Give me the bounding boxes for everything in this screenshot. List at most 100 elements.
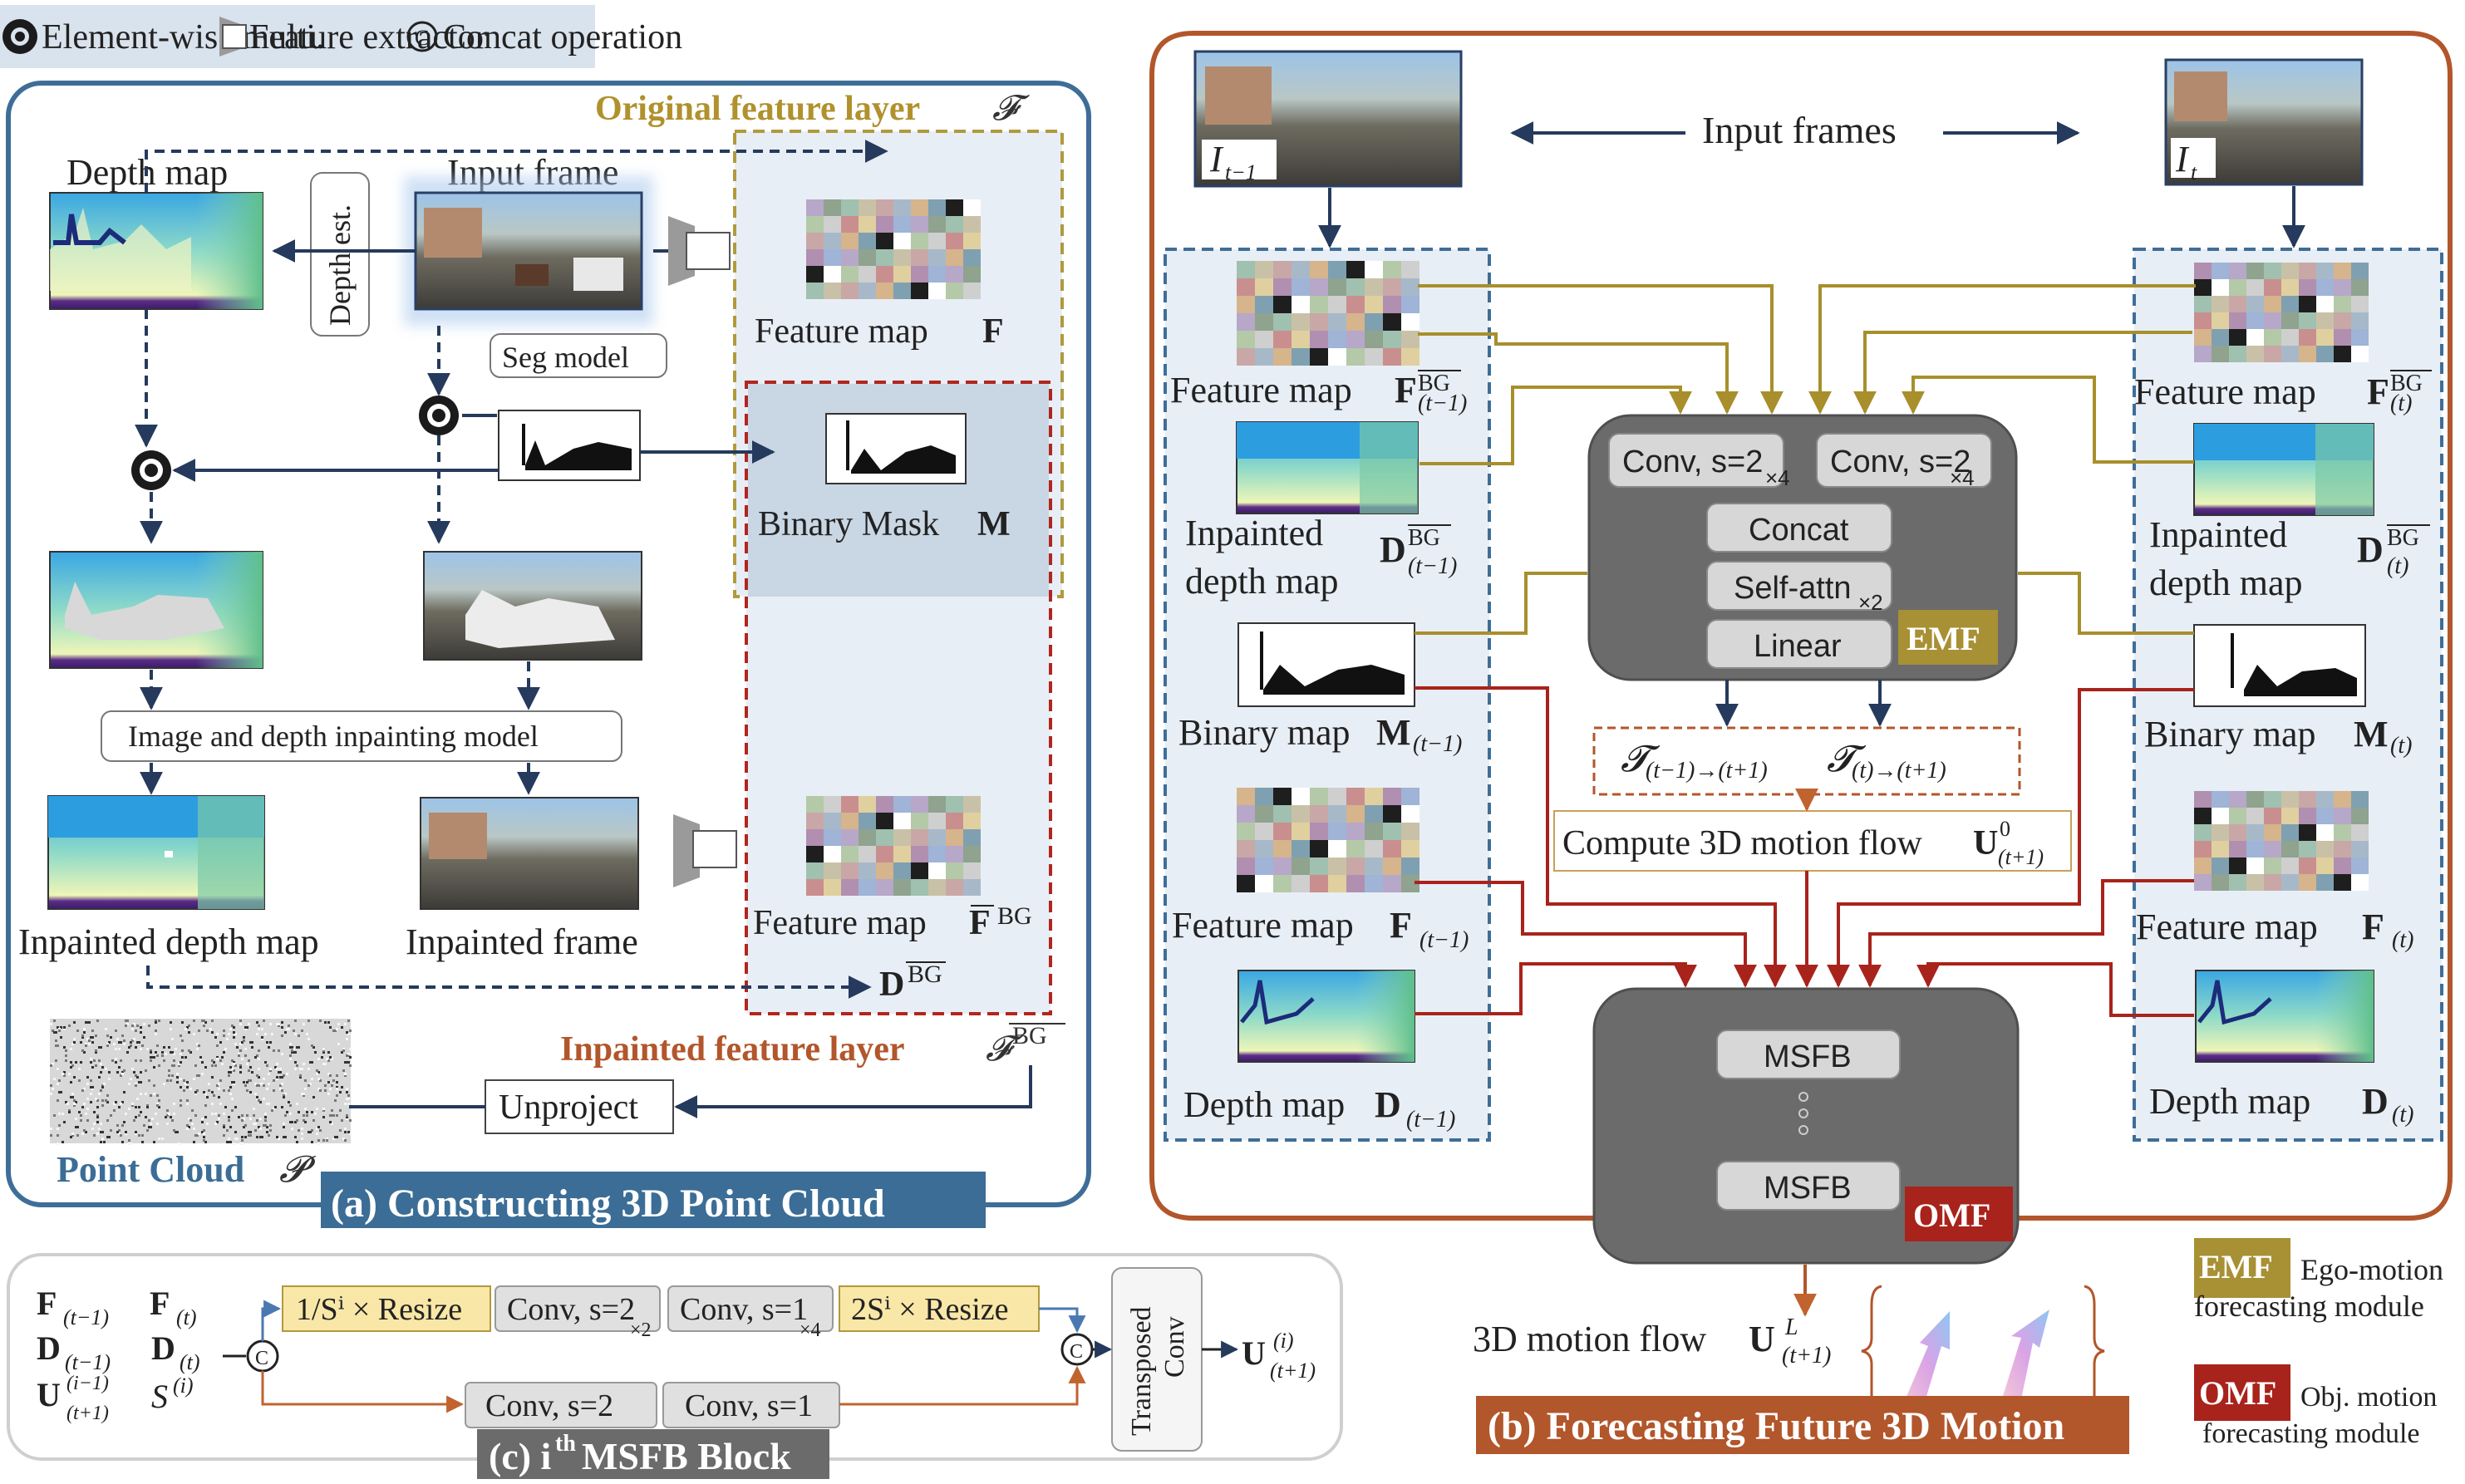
- svg-text:×4: ×4: [1950, 465, 1975, 490]
- svg-text:MSFB Block: MSFB Block: [582, 1435, 791, 1477]
- depth-est-label: Depth est.: [323, 204, 357, 326]
- svg-text:I: I: [2175, 139, 2190, 179]
- feature-map-bg-image: [806, 796, 981, 896]
- svg-text:t: t: [2191, 160, 2197, 184]
- svg-text:MSFB: MSFB: [1764, 1171, 1852, 1206]
- svg-text:Ego-motion: Ego-motion: [2300, 1253, 2443, 1286]
- svg-text:Self-attn: Self-attn: [1734, 571, 1852, 606]
- legend-feature-extractor-label: Feature extractor: [249, 18, 487, 57]
- panel-b-title: (b) Forecasting Future 3D Motion: [1488, 1404, 2064, 1448]
- svg-text:I: I: [1209, 139, 1224, 179]
- svg-text:×4: ×4: [1765, 465, 1790, 490]
- right-inpainted-depth-image: [2193, 423, 2374, 516]
- left-feature-map-image: [1237, 788, 1419, 892]
- inpainted-depth-label: Inpainted depth map: [18, 921, 319, 962]
- svg-text:forecasting module: forecasting module: [2202, 1418, 2420, 1449]
- inpainted-layer-label: Inpainted feature layer: [560, 1030, 905, 1069]
- svg-text:(i): (i): [173, 1373, 194, 1398]
- svg-text:(t): (t): [2390, 733, 2412, 759]
- svg-text:M: M: [1376, 712, 1411, 753]
- svg-text:F: F: [37, 1285, 57, 1322]
- svg-text:(t+1): (t+1): [1998, 845, 2044, 869]
- emf-badge: EMF: [1907, 620, 1980, 657]
- svg-text:(t): (t): [2392, 927, 2413, 953]
- svg-text:F: F: [1390, 905, 1412, 946]
- seg-model-label: Seg model: [502, 341, 629, 374]
- inpainted-depth-image: [47, 795, 265, 910]
- binary-mask-image: [825, 413, 967, 484]
- masked-frame-image: [423, 551, 642, 661]
- svg-text:(t): (t): [2387, 553, 2408, 579]
- svg-text:Depth map: Depth map: [2149, 1081, 2310, 1122]
- svg-text:forecasting module: forecasting module: [2194, 1290, 2424, 1323]
- svg-text:Binary map: Binary map: [2144, 714, 2316, 754]
- svg-text:(i−1): (i−1): [66, 1373, 109, 1394]
- svg-text:(t−1): (t−1): [1413, 731, 1462, 757]
- svg-text:×4: ×4: [800, 1319, 821, 1341]
- compute-flow-label: Compute 3D motion flow: [1562, 824, 1922, 862]
- svg-text:D: D: [37, 1329, 61, 1367]
- binary-mask-label: Binary Mask: [758, 505, 939, 543]
- panel-b: I t−1 I t Input frames Feature map F BG …: [1149, 31, 2453, 1454]
- svg-text:(t+1): (t+1): [1782, 1343, 1831, 1369]
- svg-text:(t−1): (t−1): [65, 1350, 111, 1374]
- elementwise-op-2: [131, 450, 171, 490]
- svg-text:0: 0: [2000, 817, 2010, 841]
- svg-text:OMF: OMF: [2199, 1374, 2276, 1412]
- svg-text:U: U: [1973, 824, 1998, 862]
- svg-text:depth map: depth map: [1185, 561, 1339, 602]
- svg-text:Feature map: Feature map: [2136, 907, 2318, 947]
- svg-text:(t−1): (t−1): [1419, 927, 1469, 953]
- right-binary-map-image: [2193, 624, 2366, 707]
- svg-text:MSFB: MSFB: [1764, 1039, 1852, 1074]
- panel-c-title: (c) i: [489, 1435, 552, 1477]
- svg-text:(t): (t): [2390, 391, 2412, 416]
- inpainted-frame-image: [420, 797, 639, 910]
- svg-text:L: L: [1784, 1314, 1798, 1340]
- concat-icon: [406, 21, 438, 52]
- svg-text:M: M: [2354, 714, 2389, 754]
- panel-c: F (t−1) F (t) D (t−1) D (t) U (i−1) (t+1…: [7, 1253, 1343, 1479]
- omf-badge: OMF: [1913, 1197, 1990, 1234]
- svg-text:(t): (t): [180, 1350, 200, 1374]
- svg-text:(i): (i): [1273, 1329, 1294, 1353]
- svg-text:C: C: [415, 26, 429, 50]
- svg-text:2Sⁱ × Resize: 2Sⁱ × Resize: [851, 1292, 1009, 1327]
- svg-text:U: U: [1242, 1334, 1266, 1372]
- svg-text:Conv, s=2: Conv, s=2: [1622, 445, 1763, 479]
- panel-a-title: (a) Constructing 3D Point Cloud: [331, 1182, 885, 1226]
- feature-map-bg-label: Feature map: [753, 904, 927, 942]
- svg-text:S: S: [151, 1378, 168, 1415]
- inpaint-model-label: Image and depth inpainting model: [128, 720, 539, 753]
- svg-text:BG: BG: [908, 961, 942, 988]
- svg-text:Transposed: Transposed: [1126, 1306, 1157, 1436]
- elementwise-op-1: [419, 396, 459, 435]
- svg-text:Linear: Linear: [1754, 629, 1842, 664]
- svg-text:U: U: [1749, 1319, 1775, 1359]
- svg-text:Conv, s=1: Conv, s=1: [680, 1292, 808, 1327]
- right-feature-map-image: [2194, 791, 2369, 891]
- original-layer-label: Original feature layer: [595, 90, 920, 128]
- right-legend: EMF Ego-motion forecasting module OMF Ob…: [2194, 1238, 2443, 1449]
- svg-text:Inpainted: Inpainted: [1185, 513, 1323, 553]
- svg-text:BG: BG: [2390, 371, 2423, 396]
- svg-text:BG: BG: [2387, 525, 2419, 551]
- svg-text:M: M: [977, 505, 1011, 543]
- svg-text:F: F: [150, 1285, 170, 1322]
- unproject-label: Unproject: [499, 1088, 638, 1127]
- svg-text:U: U: [37, 1376, 61, 1413]
- feature-extractor-icon: [219, 17, 247, 57]
- feature-extractor-icon: [673, 814, 737, 887]
- frame-cur-image: [2164, 58, 2364, 186]
- svg-text:EMF: EMF: [2199, 1248, 2273, 1285]
- feature-map-f-image: [806, 199, 981, 299]
- svg-text:Inpainted: Inpainted: [2149, 514, 2287, 555]
- svg-text:(t−1): (t−1): [1408, 553, 1457, 579]
- svg-text:D: D: [2362, 1081, 2389, 1122]
- legend-concat-label: Concat operation: [443, 18, 682, 57]
- motion-flow-label: 3D motion flow: [1473, 1319, 1706, 1359]
- svg-text:(t)→(t+1): (t)→(t+1): [1852, 758, 1946, 784]
- d-bg-label: D: [879, 966, 904, 1004]
- svg-text:(t+1): (t+1): [66, 1403, 109, 1424]
- inpainted-frame-label: Inpainted frame: [406, 921, 638, 962]
